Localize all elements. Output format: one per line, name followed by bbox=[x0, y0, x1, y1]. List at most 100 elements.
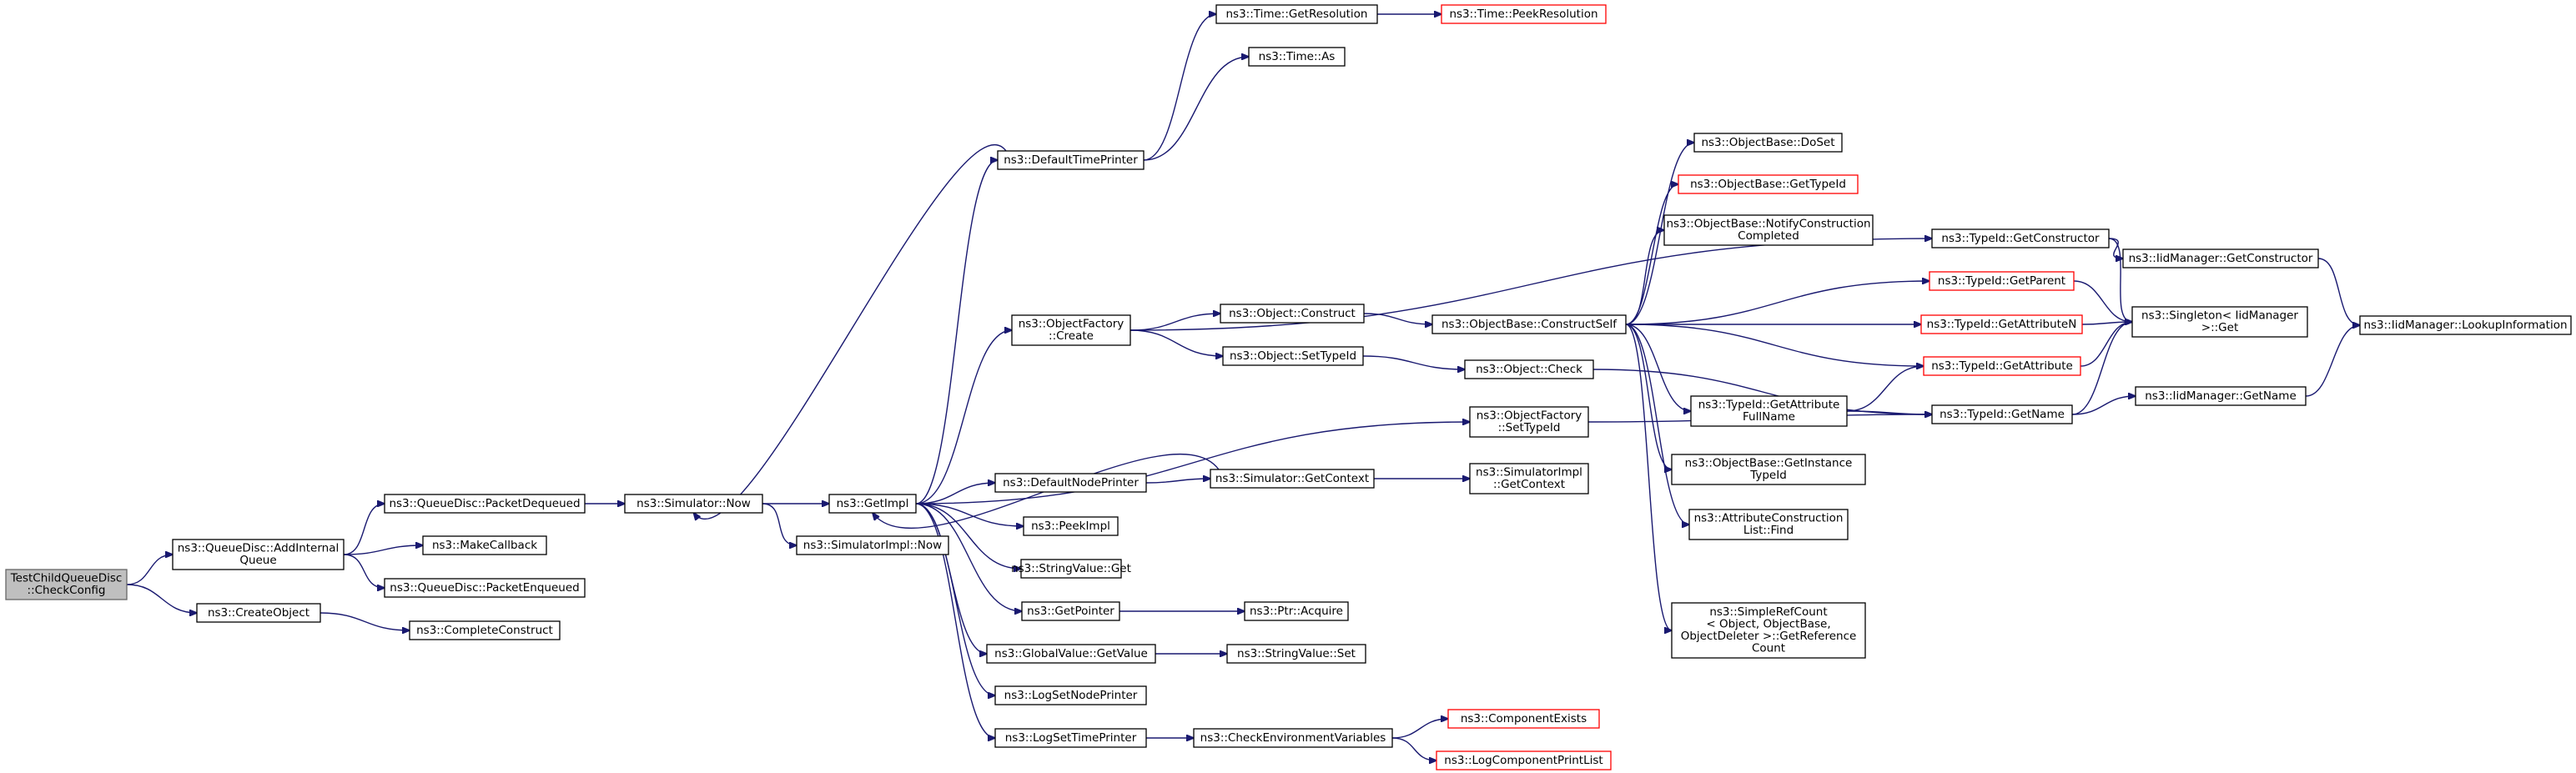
node-box bbox=[1671, 602, 1866, 659]
edge-addInternalQueue-to-packetDequeued bbox=[343, 504, 385, 555]
node-label: ns3::ObjectBase::ConstructSelf bbox=[1441, 318, 1618, 331]
node-label: ns3::SimulatorImpl bbox=[1476, 466, 1582, 479]
edge-constructSelf-to-simpleRefCountGetRefCount bbox=[1625, 324, 1672, 630]
edge-getImpl-to-objFactorySetTypeId bbox=[915, 422, 1470, 504]
node-stringValueSet[interactable]: ns3::StringValue::Set bbox=[1226, 644, 1366, 664]
node-simImplGetContext[interactable]: ns3::SimulatorImpl::GetContext bbox=[1469, 463, 1589, 494]
node-box bbox=[1222, 346, 1364, 366]
node-simpleRefCountGetRefCount[interactable]: ns3::SimpleRefCount< Object, ObjectBase,… bbox=[1671, 602, 1866, 659]
node-packetEnqueued[interactable]: ns3::QueueDisc::PacketEnqueued bbox=[384, 578, 586, 598]
node-ptrAcquire[interactable]: ns3::Ptr::Acquire bbox=[1244, 601, 1349, 621]
node-objFactorySetTypeId[interactable]: ns3::ObjectFactory::SetTypeId bbox=[1469, 406, 1589, 438]
node-typeIdGetAttribute[interactable]: ns3::TypeId::GetAttribute bbox=[1923, 356, 2081, 376]
node-iidGetName[interactable]: ns3::IidManager::GetName bbox=[2135, 386, 2307, 406]
node-objBaseGetTypeId[interactable]: ns3::ObjectBase::GetTypeId bbox=[1678, 174, 1859, 194]
node-box bbox=[1469, 406, 1589, 438]
node-label: ns3::SimulatorImpl::Now bbox=[803, 539, 942, 552]
node-timeAs[interactable]: ns3::Time::As bbox=[1248, 47, 1346, 67]
node-label: Count bbox=[1752, 642, 1785, 655]
edge-root-to-addInternalQueue bbox=[126, 555, 173, 585]
node-label: ns3::Time::PeekResolution bbox=[1449, 8, 1597, 21]
edge-getImpl-to-objFactoryCreate bbox=[915, 330, 1012, 504]
edge-typeIdGetName-to-iidGetName bbox=[2071, 396, 2136, 415]
node-defaultNodePrinter[interactable]: ns3::DefaultNodePrinter bbox=[994, 473, 1147, 493]
node-peekImpl[interactable]: ns3::PeekImpl bbox=[1023, 516, 1119, 536]
node-box bbox=[1663, 214, 1874, 246]
node-logComponentPrintList[interactable]: ns3::LogComponentPrintList bbox=[1436, 750, 1612, 770]
node-logSetTimePrinter[interactable]: ns3::LogSetTimePrinter bbox=[994, 728, 1147, 748]
node-box bbox=[997, 150, 1145, 170]
node-notifyConstruction[interactable]: ns3::ObjectBase::NotifyConstructionCompl… bbox=[1663, 214, 1874, 246]
node-label: ns3::CheckEnvironmentVariables bbox=[1200, 731, 1386, 745]
node-label: ns3::QueueDisc::PacketDequeued bbox=[389, 497, 580, 510]
node-constructSelf[interactable]: ns3::ObjectBase::ConstructSelf bbox=[1431, 314, 1627, 334]
node-box bbox=[1920, 314, 2083, 334]
node-objBaseDoSet[interactable]: ns3::ObjectBase::DoSet bbox=[1693, 133, 1843, 153]
node-label: ns3::Object::Check bbox=[1476, 363, 1582, 376]
node-box bbox=[2359, 315, 2572, 335]
node-packetDequeued[interactable]: ns3::QueueDisc::PacketDequeued bbox=[384, 494, 586, 514]
node-root[interactable]: TestChildQueueDisc::CheckConfig bbox=[5, 569, 128, 600]
node-typeIdGetParent[interactable]: ns3::TypeId::GetParent bbox=[1929, 271, 2075, 291]
edge-objectConstruct-to-constructSelf bbox=[1363, 313, 1432, 324]
node-getPointer[interactable]: ns3::GetPointer bbox=[1021, 601, 1120, 621]
node-createObject[interactable]: ns3::CreateObject bbox=[196, 603, 321, 623]
node-label: ns3::StringValue::Get bbox=[1011, 562, 1131, 575]
node-label: ::Create bbox=[1049, 329, 1094, 343]
node-box bbox=[1931, 228, 2110, 248]
edge-getImpl-to-getPointer bbox=[915, 503, 1022, 611]
node-label: ns3::LogSetTimePrinter bbox=[1005, 731, 1137, 745]
node-completeConstruct[interactable]: ns3::CompleteConstruct bbox=[409, 620, 561, 640]
node-box bbox=[1226, 644, 1366, 664]
node-simNow[interactable]: ns3::Simulator::Now bbox=[624, 494, 763, 514]
node-label: ns3::IidManager::LookupInformation bbox=[2363, 319, 2567, 332]
node-objectCheck[interactable]: ns3::Object::Check bbox=[1464, 359, 1594, 379]
node-box bbox=[5, 569, 128, 600]
node-label: ns3::DefaultNodePrinter bbox=[1003, 476, 1139, 489]
node-objectConstruct[interactable]: ns3::Object::Construct bbox=[1220, 304, 1365, 324]
node-objFactoryCreate[interactable]: ns3::ObjectFactory::Create bbox=[1011, 314, 1131, 346]
edge-checkEnvVars-to-componentExists bbox=[1391, 719, 1448, 739]
node-label: ns3::Simulator::GetContext bbox=[1215, 472, 1369, 485]
node-componentExists[interactable]: ns3::ComponentExists bbox=[1447, 709, 1600, 729]
node-label: ns3::SimpleRefCount bbox=[1709, 605, 1827, 619]
node-label: ::SetTypeId bbox=[1498, 421, 1561, 434]
node-singletonGet[interactable]: ns3::Singleton< IidManager >::Get bbox=[2131, 306, 2308, 338]
node-typeIdGetName[interactable]: ns3::TypeId::GetName bbox=[1931, 404, 2073, 424]
edge-typeIdGetConstructor-to-singletonGet bbox=[2108, 238, 2132, 322]
edge-constructSelf-to-objBaseGetTypeId bbox=[1625, 184, 1678, 325]
edge-defaultTimePrinter-to-timeAs bbox=[1143, 57, 1249, 161]
edge-objectSetTypeId-to-objectCheck bbox=[1362, 355, 1465, 369]
node-iidGetConstructor[interactable]: ns3::IidManager::GetConstructor bbox=[2122, 248, 2319, 269]
node-timePeekResolution[interactable]: ns3::Time::PeekResolution bbox=[1441, 4, 1607, 24]
node-label: ns3::TypeId::GetName bbox=[1940, 408, 2065, 421]
node-simImplNow[interactable]: ns3::SimulatorImpl::Now bbox=[796, 535, 949, 555]
node-label: ns3::TypeId::GetAttributeN bbox=[1927, 318, 2077, 331]
node-logSetNodePrinter[interactable]: ns3::LogSetNodePrinter bbox=[994, 685, 1147, 705]
edge-checkEnvVars-to-logComponentPrintList bbox=[1391, 737, 1436, 760]
node-box bbox=[1023, 516, 1119, 536]
node-typeIdGetConstructor[interactable]: ns3::TypeId::GetConstructor bbox=[1931, 228, 2110, 248]
node-objectSetTypeId[interactable]: ns3::Object::SetTypeId bbox=[1222, 346, 1364, 366]
node-timeGetResolution[interactable]: ns3::Time::GetResolution bbox=[1215, 4, 1378, 24]
node-label: >::Get bbox=[2201, 321, 2238, 334]
edge-getImpl-to-logSetNodePrinter bbox=[915, 503, 995, 695]
node-makeCallback[interactable]: ns3::MakeCallback bbox=[422, 535, 547, 555]
node-label: ns3::ObjectBase::GetTypeId bbox=[1690, 178, 1846, 191]
node-checkEnvVars[interactable]: ns3::CheckEnvironmentVariables bbox=[1193, 728, 1393, 748]
node-globalValueGetValue[interactable]: ns3::GlobalValue::GetValue bbox=[986, 644, 1156, 664]
node-label: ns3::LogComponentPrintList bbox=[1444, 754, 1602, 767]
node-defaultTimePrinter[interactable]: ns3::DefaultTimePrinter bbox=[997, 150, 1145, 170]
node-iidLookupInformation[interactable]: ns3::IidManager::LookupInformation bbox=[2359, 315, 2572, 335]
node-getImpl[interactable]: ns3::GetImpl bbox=[828, 494, 917, 514]
node-label: ObjectDeleter >::GetReference bbox=[1681, 630, 1857, 643]
node-stringValueGet[interactable]: ns3::StringValue::Get bbox=[1011, 559, 1131, 579]
node-typeIdGetAttributeN[interactable]: ns3::TypeId::GetAttributeN bbox=[1920, 314, 2083, 334]
edge-constructSelf-to-typeIdGetAttrFullName bbox=[1625, 324, 1691, 411]
node-simGetContext[interactable]: ns3::Simulator::GetContext bbox=[1210, 469, 1375, 489]
